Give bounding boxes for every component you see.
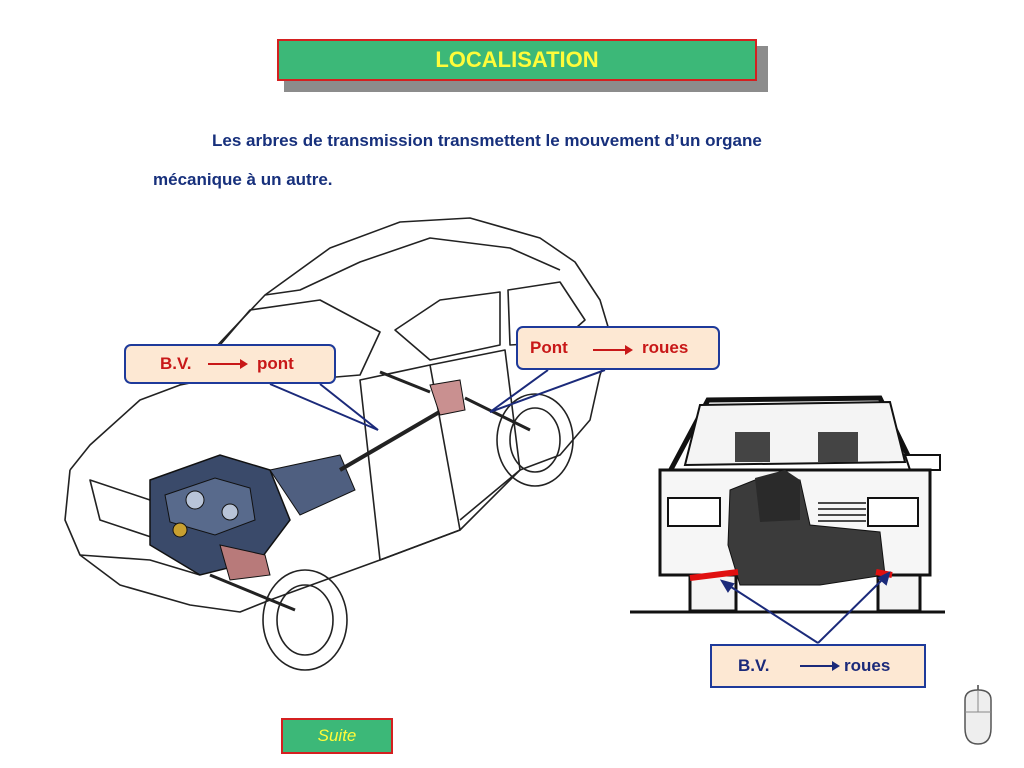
page-title: LOCALISATION bbox=[277, 39, 757, 81]
callout-pont-roues-from: Pont bbox=[530, 338, 568, 357]
callout-pointer-lines bbox=[269, 369, 606, 431]
suite-button-label: Suite bbox=[317, 726, 357, 745]
suite-button[interactable]: Suite bbox=[281, 718, 393, 754]
bv-roues-arrows bbox=[719, 571, 891, 644]
callout-bv-roues: B.V. roues bbox=[710, 644, 926, 688]
arrow-right-icon bbox=[593, 345, 633, 355]
callout-pont-roues-to: roues bbox=[642, 338, 689, 357]
mouse-icon bbox=[964, 685, 992, 745]
intro-line-2: mécanique à un autre. bbox=[153, 170, 333, 189]
callout-bv-pont: B.V. pont bbox=[124, 344, 336, 384]
arrow-right-icon bbox=[208, 359, 248, 369]
intro-line-1: Les arbres de transmission transmettent … bbox=[212, 131, 762, 150]
car-front-illustration bbox=[630, 395, 945, 614]
arrow-right-icon bbox=[800, 661, 840, 671]
callout-pont-roues: Pont roues bbox=[516, 326, 720, 370]
car-cutaway-illustration bbox=[64, 217, 613, 671]
page-title-text: LOCALISATION bbox=[435, 47, 599, 72]
callout-bv-pont-to: pont bbox=[257, 354, 294, 373]
engine-illustration bbox=[149, 370, 531, 612]
callout-bv-pont-from: B.V. bbox=[160, 354, 192, 373]
callout-bv-roues-to: roues bbox=[844, 656, 891, 675]
callout-bv-roues-from: B.V. bbox=[738, 656, 770, 675]
